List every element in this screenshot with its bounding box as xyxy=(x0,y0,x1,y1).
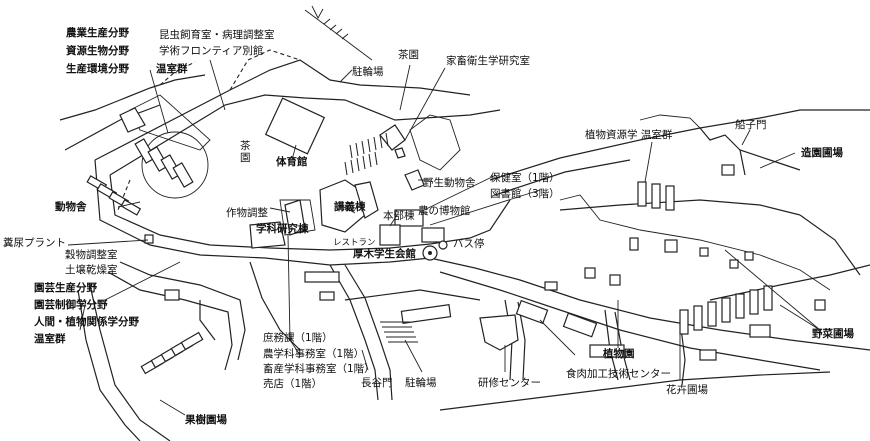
label-library: 図書館（3階） xyxy=(490,188,560,200)
label-bicycle-parking-2: 駐輪場 xyxy=(405,377,437,389)
leader-lines xyxy=(67,59,821,416)
label-plant-resources-greenhouses: 植物資源学 温室群 xyxy=(585,129,673,141)
label-bicycle-parking-1: 駐輪場 xyxy=(352,66,384,78)
bus-stop-icon xyxy=(422,240,448,261)
label-gymnasium: 体育館 xyxy=(276,156,308,168)
label-agriculture-museum: 農の博物館 xyxy=(418,205,471,217)
label-manure-plant: 糞尿プラント xyxy=(3,237,66,249)
label-bus-stop: バス停 xyxy=(453,238,485,250)
label-health-room: 保健室（1階） xyxy=(490,172,560,184)
label-human-plant-relations: 人間・植物関係学分野 xyxy=(34,316,139,328)
hatched-areas xyxy=(344,132,418,343)
label-greenhouse-group-1: 温室群 xyxy=(156,63,188,75)
label-grain-processing: 穀物調整室 xyxy=(65,249,118,261)
label-landscape-field: 造園圃場 xyxy=(801,147,843,159)
label-tea-garden-1: 茶園 xyxy=(240,140,251,164)
label-livestock-hygiene-lab: 家畜衛生学研究室 xyxy=(446,55,530,67)
label-headquarters: 本部棟 xyxy=(383,210,415,222)
label-frontier-annex: 学術フロンティア別館 xyxy=(159,45,264,57)
label-wild-animal-house: 野生動物舎 xyxy=(423,177,476,189)
label-meat-processing-center: 食肉加工技術センター xyxy=(566,368,671,380)
label-seisan-kankyo: 生産環境分野 xyxy=(66,63,129,75)
label-lecture-building: 講義棟 xyxy=(334,201,366,213)
label-restaurant: レストラン xyxy=(333,238,376,248)
label-botanical-garden: 植物園 xyxy=(603,348,635,360)
north-arrow-icon xyxy=(304,5,373,61)
label-atsugi-student-hall: 厚木学生会館 xyxy=(353,248,416,260)
label-training-center: 研修センター xyxy=(478,377,541,389)
label-animal-house: 動物舎 xyxy=(55,201,87,213)
label-nogyo-seisan: 農業生産分野 xyxy=(66,27,129,39)
label-funako-gate: 船子門 xyxy=(735,119,767,131)
label-hase-gate: 長谷門 xyxy=(361,377,393,389)
label-crop-processing: 作物調整 xyxy=(226,207,268,219)
label-shigen-seibutsu: 資源生物分野 xyxy=(66,45,129,57)
road-network xyxy=(59,49,870,441)
label-tea-garden-2: 茶園 xyxy=(398,49,419,61)
label-general-affairs: 庶務課（1階） xyxy=(263,332,333,344)
label-flower-field: 花卉圃場 xyxy=(666,384,708,396)
label-greenhouse-group-2: 温室群 xyxy=(34,333,66,345)
label-soil-drying: 土壌乾燥室 xyxy=(65,264,118,276)
label-horticulture-control: 園芸制御学分野 xyxy=(34,299,108,311)
label-horticulture-production: 園芸生産分野 xyxy=(34,282,97,294)
label-animal-science-office: 畜産学科事務室（1階） xyxy=(263,363,375,375)
label-department-research-building: 学科研究棟 xyxy=(256,223,309,235)
label-store: 売店（1階） xyxy=(263,378,323,390)
label-agronomy-office: 農学科事務室（1階） xyxy=(263,348,365,360)
buildings xyxy=(86,97,826,375)
label-vegetable-field: 野菜圃場 xyxy=(812,328,854,340)
label-insect-rearing-room: 昆虫飼育室・病理調整室 xyxy=(159,29,275,41)
label-orchard: 果樹園場 xyxy=(185,414,227,426)
